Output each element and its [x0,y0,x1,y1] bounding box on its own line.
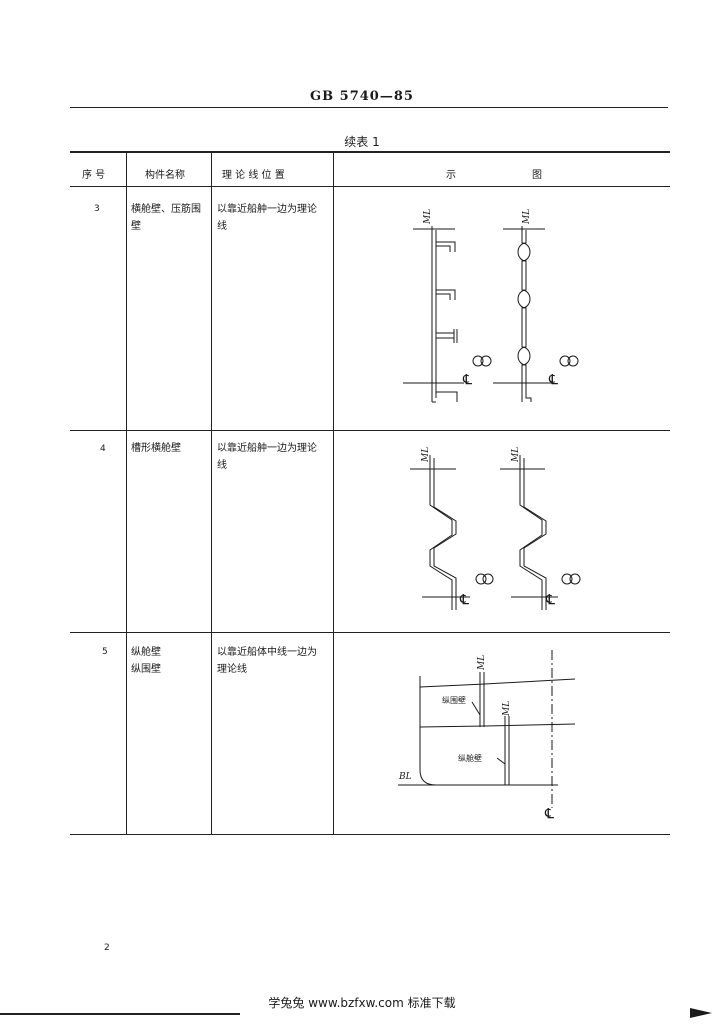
position-line: 线 [217,460,227,471]
footer-rule [0,1013,240,1015]
longitudinal-bulkhead-label: 纵舱壁 [458,753,482,763]
table-top-rule [70,151,670,153]
column-divider [333,152,334,834]
theoretical-line-position: 以靠近船舯一边为理论 线 [217,201,331,235]
table-bottom-rule [70,834,670,835]
position-line: 以靠近船体中线一边为 [217,647,317,658]
table-header-rule [70,186,670,187]
corner-arrow-icon [690,1008,712,1018]
longitudinal-enclosure-label: 纵围壁 [442,695,466,705]
centerline-symbol-icon [561,573,581,585]
centerline-mark: ℄ [459,592,469,608]
component-name: 纵舱壁 纵围壁 [131,644,211,678]
col-header-index: 序 号 [82,170,106,181]
centerline-mark: ℄ [544,806,554,822]
ml-label: ML [511,447,521,463]
column-divider [126,152,127,834]
theoretical-line-position: 以靠近船体中线一边为 理论线 [217,644,331,678]
swedged-bulkhead-diagram [493,226,552,402]
footer-watermark: 学兔兔 www.bzfxw.com 标准下载 [268,996,456,1010]
longitudinal-bulkhead-diagram [398,672,576,786]
page-number: 2 [104,943,110,953]
theoretical-line-position: 以靠近船舯一边为理论 线 [217,440,331,474]
corrugated-bulkhead-diagram-left [410,455,470,610]
standard-code: GB 5740—85 [310,89,414,104]
col-header-name: 构件名称 [145,170,185,181]
ml-label: ML [423,209,433,225]
row-divider [70,632,670,633]
ml-label: ML [421,447,431,463]
col-header-diagram-right: 图 [532,170,542,181]
position-line: 理论线 [217,664,247,675]
col-header-position: 理 论 线 位 置 [222,170,285,181]
col-header-diagram-left: 示 [446,170,456,181]
position-line: 以靠近船舯一边为理论 [217,204,317,215]
component-name-line: 纵舱壁 [131,647,161,658]
centerline-mark: ℄ [545,592,555,608]
header-rule [70,107,668,108]
centerline-symbol-icon [559,355,579,367]
centerline-symbol-icon [475,573,494,585]
component-name-line: 壁 [131,221,141,232]
row-divider [70,430,670,431]
stiffened-bulkhead-diagram [403,226,464,403]
component-name: 槽形横舱壁 [131,440,211,457]
centerline-symbol-icon [472,355,492,367]
row-index: 5 [102,647,108,657]
ml-label: ML [522,209,532,225]
corrugated-bulkhead-diagram-right [500,455,558,610]
position-line: 线 [217,221,227,232]
centerline-mark: ℄ [548,372,558,388]
row-index: 4 [100,444,106,454]
component-name: 横舱壁、压筋围 壁 [131,201,211,235]
component-name-line: 纵围壁 [131,664,161,675]
component-name-line: 槽形横舱壁 [131,443,181,454]
table-caption: 续表 1 [344,135,380,149]
row-index: 3 [94,204,100,214]
column-divider [211,152,212,834]
centerline-mark: ℄ [462,372,472,388]
component-name-line: 横舱壁、压筋围 [131,204,201,215]
bl-label: BL [398,772,412,782]
ml-label: ML [502,701,512,717]
position-line: 以靠近船舯一边为理论 [217,443,317,454]
ml-label: ML [477,655,487,671]
